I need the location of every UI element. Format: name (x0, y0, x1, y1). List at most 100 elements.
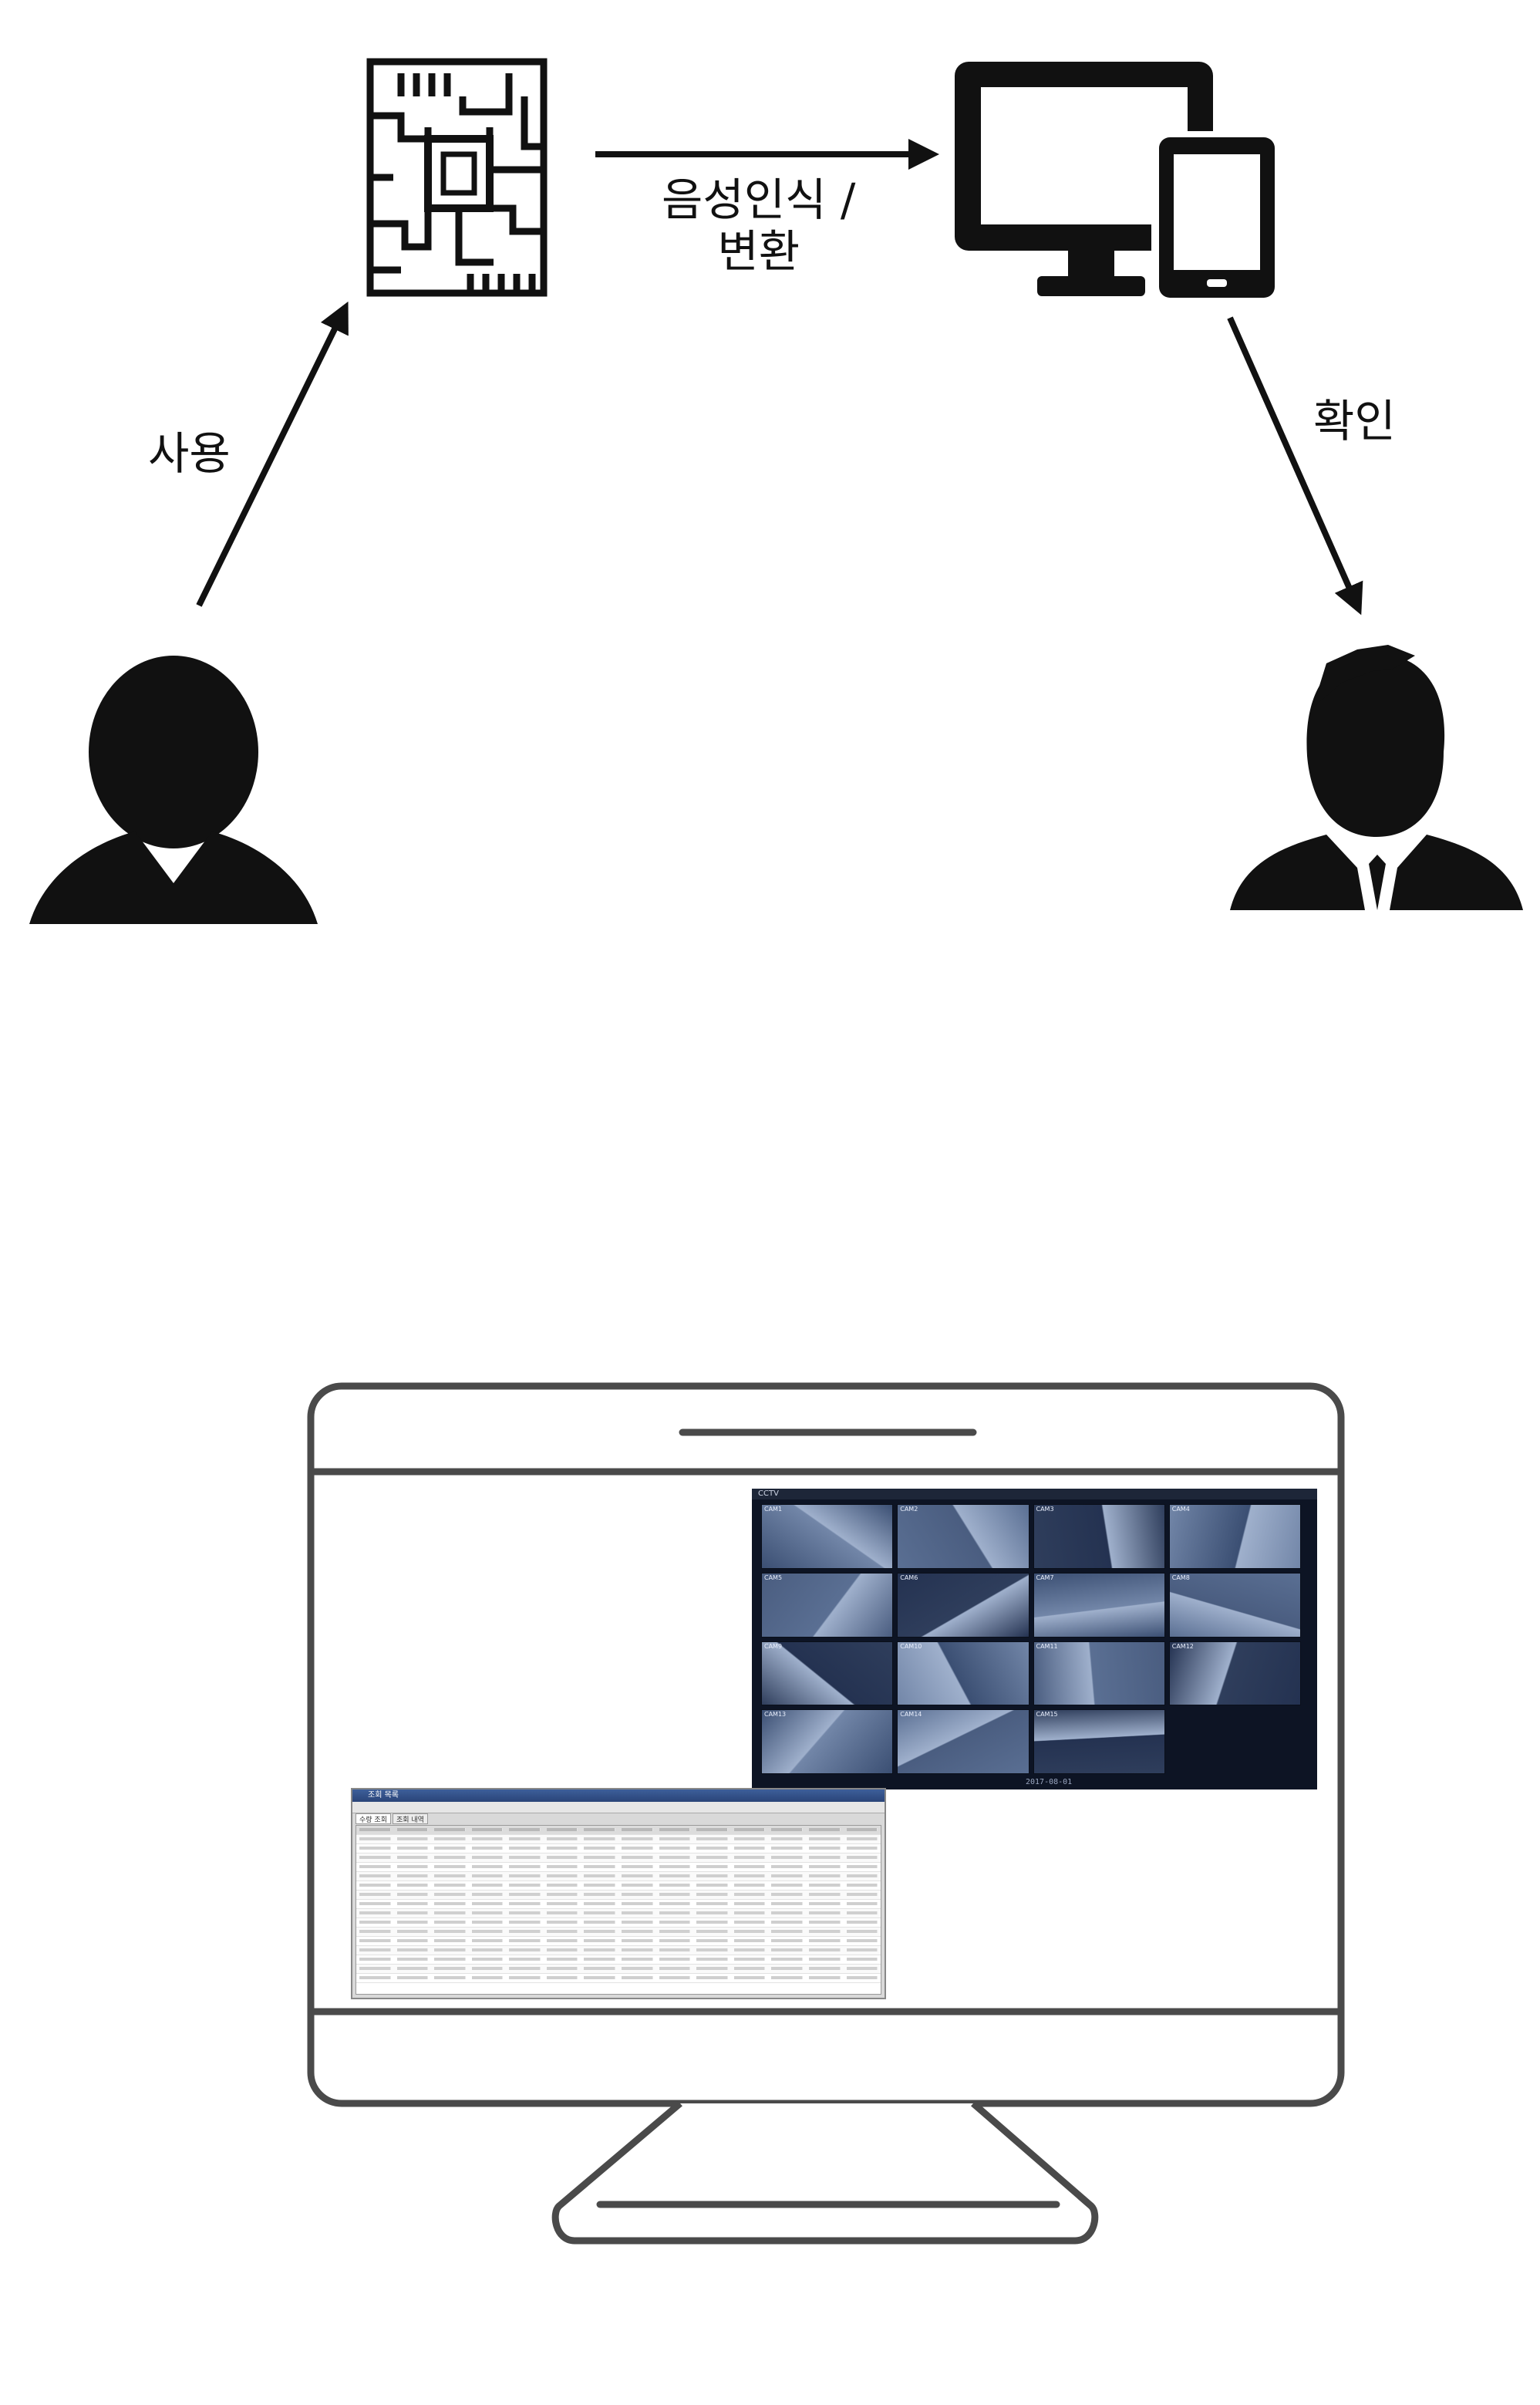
table-cell (659, 1847, 691, 1850)
cctv-camera-tile[interactable]: CAM3 (1033, 1504, 1165, 1569)
table-row[interactable] (356, 1974, 881, 1983)
cctv-camera-tile[interactable]: CAM13 (761, 1709, 894, 1774)
edge-label-confirm: 확인 (1313, 395, 1396, 447)
table-row[interactable] (356, 1854, 881, 1863)
table-cell (546, 1856, 578, 1859)
table-cell (733, 1967, 766, 1970)
table-row[interactable] (356, 1900, 881, 1909)
cctv-camera-tile[interactable]: CAM1 (761, 1504, 894, 1569)
table-cell (733, 1893, 766, 1896)
table-cell (696, 1893, 728, 1896)
table-cell (659, 1948, 691, 1951)
cctv-camera-tile[interactable]: CAM7 (1033, 1572, 1165, 1638)
table-cell (771, 1967, 803, 1970)
cctv-camera-tile[interactable]: CAM14 (897, 1709, 1029, 1774)
edge-label-convert-line1: 음성인식 / (662, 174, 856, 226)
cctv-camera-tile[interactable]: CAM4 (1168, 1504, 1301, 1569)
list-tab-1[interactable]: 조회 내역 (392, 1813, 428, 1824)
cctv-camera-tile[interactable]: CAM2 (897, 1504, 1029, 1569)
table-cell (471, 1837, 504, 1840)
table-cell (733, 1856, 766, 1859)
list-tab-0[interactable]: 수량 조회 (356, 1813, 391, 1824)
table-cell (846, 1837, 878, 1840)
table-cell (733, 1911, 766, 1914)
table-cell (659, 1902, 691, 1905)
cctv-camera-tile[interactable]: CAM5 (761, 1572, 894, 1638)
table-cell (733, 1847, 766, 1850)
table-cell (584, 1893, 616, 1896)
cctv-camera-tile[interactable]: CAM10 (897, 1641, 1029, 1706)
table-cell (546, 1837, 578, 1840)
table-row[interactable] (356, 1835, 881, 1844)
table-row[interactable] (356, 1965, 881, 1974)
table-row[interactable] (356, 1844, 881, 1854)
table-cell (584, 1921, 616, 1924)
table-cell (396, 1865, 429, 1868)
list-window: 조회 목록 수량 조회 조회 내역 (351, 1788, 886, 1999)
cctv-camera-tile[interactable]: CAM6 (897, 1572, 1029, 1638)
list-titlebar: 조회 목록 (352, 1789, 885, 1802)
table-cell (771, 1902, 803, 1905)
table-cell (584, 1847, 616, 1850)
table-row[interactable] (356, 1891, 881, 1900)
table-cell (622, 1976, 653, 1979)
table-cell (733, 1874, 766, 1877)
cctv-camera-label: CAM10 (900, 1642, 922, 1650)
table-cell (771, 1828, 803, 1831)
table-cell (696, 1828, 728, 1831)
table-cell (509, 1837, 541, 1840)
table-row[interactable] (356, 1909, 881, 1918)
table-cell (659, 1884, 691, 1887)
table-cell (696, 1884, 728, 1887)
table-cell (622, 1893, 653, 1896)
table-cell (471, 1976, 504, 1979)
table-cell (546, 1921, 578, 1924)
table-cell (509, 1967, 541, 1970)
table-cell (696, 1865, 728, 1868)
cctv-camera-tile[interactable]: CAM12 (1168, 1641, 1301, 1706)
table-cell (584, 1856, 616, 1859)
table-cell (546, 1976, 578, 1979)
cctv-camera-tile[interactable]: CAM11 (1033, 1641, 1165, 1706)
table-cell (396, 1874, 429, 1877)
table-row[interactable] (356, 1928, 881, 1937)
table-cell (733, 1865, 766, 1868)
table-cell (509, 1874, 541, 1877)
table-cell (771, 1865, 803, 1868)
table-cell (434, 1856, 466, 1859)
cctv-camera-label: CAM5 (764, 1574, 783, 1581)
table-cell (584, 1865, 616, 1868)
table-row[interactable] (356, 1918, 881, 1928)
table-cell (434, 1911, 466, 1914)
table-row[interactable] (356, 1937, 881, 1946)
table-cell (771, 1939, 803, 1942)
cctv-camera-tile[interactable]: CAM15 (1033, 1709, 1165, 1774)
table-row[interactable] (356, 1872, 881, 1881)
table-cell (359, 1958, 391, 1961)
cctv-camera-label: CAM14 (900, 1711, 922, 1719)
table-cell (622, 1948, 653, 1951)
table-cell (622, 1911, 653, 1914)
table-row[interactable] (356, 1881, 881, 1891)
cctv-camera-tile[interactable]: CAM8 (1168, 1572, 1301, 1638)
table-cell (659, 1921, 691, 1924)
cctv-camera-tile[interactable]: CAM9 (761, 1641, 894, 1706)
table-cell (434, 1893, 466, 1896)
table-row[interactable] (356, 1863, 881, 1872)
table-cell (659, 1976, 691, 1979)
table-cell (622, 1884, 653, 1887)
edge-label-convert-line2: 변환 (717, 224, 800, 278)
table-cell (659, 1856, 691, 1859)
table-cell (509, 1976, 541, 1979)
table-row[interactable] (356, 1946, 881, 1955)
table-cell (396, 1948, 429, 1951)
table-cell (846, 1874, 878, 1877)
table-cell (771, 1874, 803, 1877)
table-cell (771, 1837, 803, 1840)
table-row[interactable] (356, 1826, 881, 1835)
table-cell (696, 1948, 728, 1951)
cctv-camera-label: CAM13 (764, 1711, 787, 1719)
table-cell (659, 1893, 691, 1896)
table-row[interactable] (356, 1955, 881, 1965)
